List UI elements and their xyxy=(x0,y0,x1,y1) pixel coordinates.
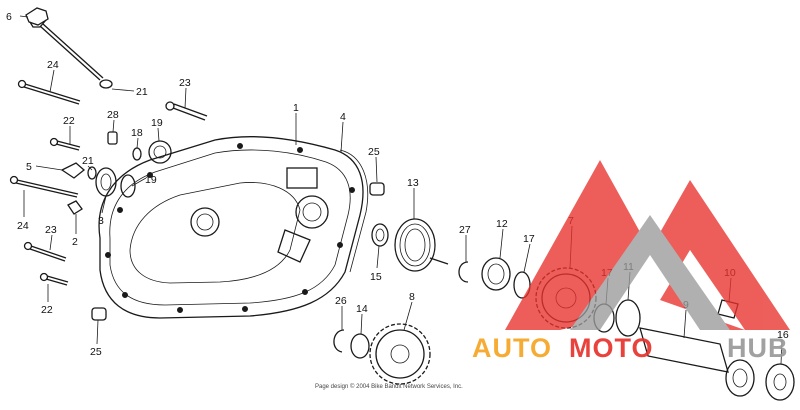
callout-label-22: 22 xyxy=(63,115,75,127)
callout-label-23: 23 xyxy=(179,77,191,89)
callout-label-26: 26 xyxy=(335,295,347,307)
copyright-notice: Page design © 2004 Bike Bandit Network S… xyxy=(315,383,463,390)
part-bolt-23-lower xyxy=(23,241,67,262)
watermark-text-moto: MOTO xyxy=(569,333,654,363)
callout-label-24: 24 xyxy=(47,59,59,71)
callout-label-8: 8 xyxy=(409,291,415,303)
callout-label-4: 4 xyxy=(340,111,346,123)
part-circlip-27 xyxy=(458,261,469,283)
part-small-fittings xyxy=(60,131,172,215)
callout-label-22: 22 xyxy=(41,304,53,316)
callout-label-16: 16 xyxy=(777,329,789,341)
part-thrust-washer-16 xyxy=(765,363,795,401)
callout-label-5: 5 xyxy=(26,161,32,173)
callout-label-25: 25 xyxy=(90,346,102,358)
watermark-text-auto: AUTO xyxy=(472,333,552,363)
callout-label-19: 19 xyxy=(151,117,163,129)
callout-label-21: 21 xyxy=(136,86,148,98)
callout-label-21: 21 xyxy=(82,155,94,167)
callout-label-18: 18 xyxy=(131,127,143,139)
part-return-spring-13 xyxy=(394,218,449,272)
part-gear-8 xyxy=(369,323,431,385)
callout-label-24: 24 xyxy=(17,220,29,232)
callout-label-3: 3 xyxy=(98,215,104,227)
part-dowel-25-upper xyxy=(369,182,385,196)
part-bolt-24-lower xyxy=(9,175,79,198)
part-bolt-22-upper xyxy=(49,137,81,151)
part-bolt-23-upper xyxy=(165,101,208,121)
callout-label-15: 15 xyxy=(370,271,382,283)
callout-label-28: 28 xyxy=(107,109,119,121)
part-washer-17-a xyxy=(513,271,531,299)
callout-label-23: 23 xyxy=(45,224,57,236)
callout-label-19: 19 xyxy=(145,174,157,186)
watermark-logo xyxy=(505,160,790,330)
watermark-wordmark: AUTO MOTO HUB xyxy=(472,333,789,363)
callout-label-2: 2 xyxy=(72,236,78,248)
callout-label-17: 17 xyxy=(523,233,535,245)
part-shaft-9 xyxy=(639,327,755,397)
callout-label-25: 25 xyxy=(368,146,380,158)
watermark-chevron-icon xyxy=(570,215,730,330)
callout-labels: 6 24 21 23 22 28 18 19 1 4 5 21 19 25 13… xyxy=(6,11,789,358)
part-dipstick xyxy=(25,7,113,89)
part-oring-11 xyxy=(615,299,641,337)
watermark-text-hub: HUB xyxy=(727,333,789,363)
part-circlip-26 xyxy=(333,329,345,353)
part-bolt-22-lower xyxy=(39,272,69,286)
part-washer-15 xyxy=(371,223,389,247)
callout-label-27: 27 xyxy=(459,224,471,236)
part-bolt-24-upper xyxy=(17,79,81,105)
part-transmission-cover xyxy=(98,136,369,319)
part-collar-12 xyxy=(481,257,511,291)
callout-label-1: 1 xyxy=(293,102,299,114)
callout-label-14: 14 xyxy=(356,303,368,315)
callout-label-12: 12 xyxy=(496,218,508,230)
callout-label-6: 6 xyxy=(6,11,12,23)
callout-label-13: 13 xyxy=(407,177,419,189)
part-dowel-25-lower xyxy=(91,307,107,321)
part-washer-14 xyxy=(350,333,370,359)
